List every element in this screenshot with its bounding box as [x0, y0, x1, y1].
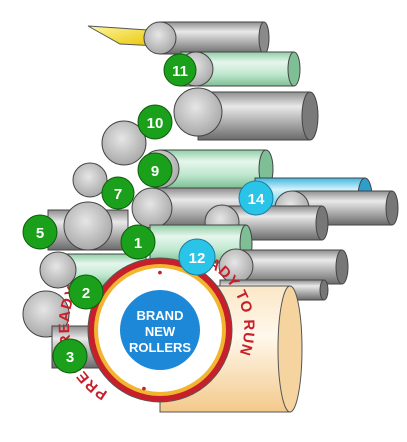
label-3: 3	[52, 338, 88, 374]
label-1: 1	[120, 224, 156, 260]
badge-line-1: BRAND	[137, 308, 184, 323]
svg-text:11: 11	[172, 63, 188, 80]
label-7: 7	[101, 176, 135, 210]
roller-11	[178, 51, 301, 87]
svg-text:5: 5	[36, 225, 44, 242]
roller-top	[143, 21, 270, 55]
badge-dot-bottom: •	[142, 380, 147, 396]
svg-text:14: 14	[248, 191, 265, 208]
svg-text:2: 2	[82, 285, 90, 302]
label-10: 10	[137, 104, 173, 140]
roller-5-body	[47, 201, 129, 251]
label-11: 11	[163, 53, 197, 87]
badge-line-3: ROLLERS	[129, 340, 191, 355]
roller-left-a	[101, 120, 147, 166]
svg-text:9: 9	[151, 163, 159, 180]
svg-text:7: 7	[114, 186, 122, 203]
roller-mid	[204, 204, 329, 241]
badge-line-2: NEW	[145, 324, 176, 339]
roller-10	[173, 87, 319, 141]
label-9: 9	[137, 152, 173, 188]
label-14: 14	[238, 180, 274, 216]
label-12: 12	[178, 238, 216, 276]
svg-text:1: 1	[134, 235, 142, 252]
badge-dot-top: •	[158, 264, 163, 280]
roller-left-b	[72, 162, 108, 198]
svg-text:10: 10	[147, 115, 164, 132]
svg-text:12: 12	[189, 250, 206, 267]
label-2: 2	[68, 274, 104, 310]
label-5: 5	[22, 214, 58, 250]
svg-text:3: 3	[66, 349, 74, 366]
